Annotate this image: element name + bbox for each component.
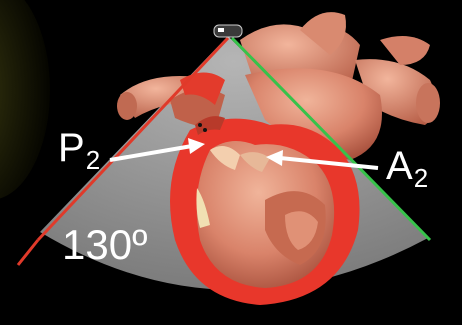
probe-marker-icon [214, 25, 242, 37]
label-a2-letter: A [386, 144, 413, 188]
label-a2: A2 [386, 146, 428, 191]
angle-label: 130º [62, 224, 147, 266]
label-p2-letter: P [58, 126, 85, 170]
label-p2-subscript: 2 [86, 145, 100, 175]
label-p2: P2 [58, 128, 100, 173]
label-a2-subscript: 2 [414, 163, 428, 193]
background-glow [0, 0, 50, 200]
